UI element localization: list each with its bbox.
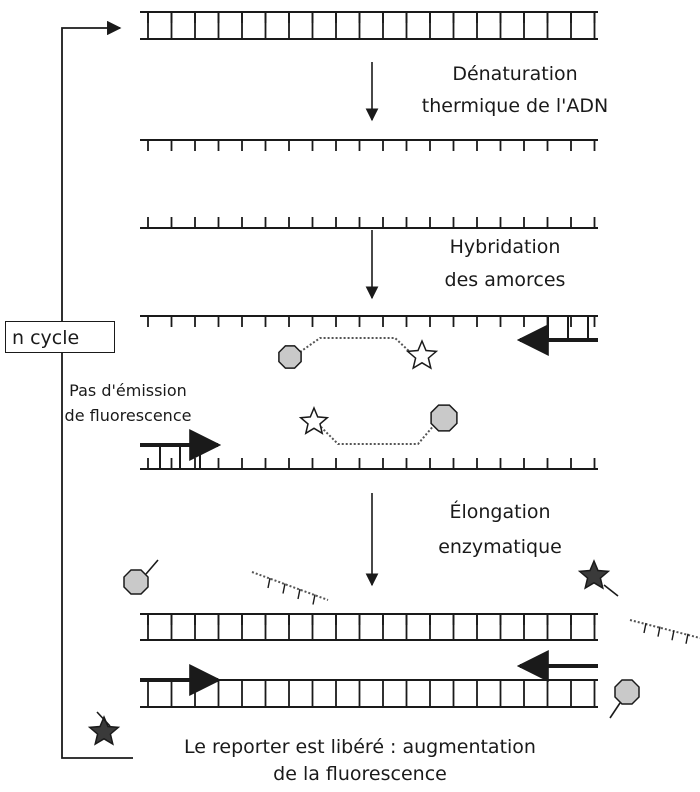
reporter-star-icon <box>577 559 611 590</box>
hybridation-label-2: des amorces <box>444 269 566 291</box>
reporter-star-icon <box>298 406 330 435</box>
fragment-tick <box>685 633 689 644</box>
quencher-icon <box>278 345 302 369</box>
reporter-stem <box>96 711 111 727</box>
released-probe-fragment <box>251 571 329 601</box>
no-emission-label-1: Pas d'émission <box>69 381 187 400</box>
result-label-1: Le reporter est libéré : augmentation <box>184 736 536 758</box>
reporter-star-icon <box>87 715 121 746</box>
probe-oligo-2 <box>317 423 436 445</box>
denaturation-label-1: Dénaturation <box>452 63 578 85</box>
fragment-tick <box>657 626 661 637</box>
denaturation-label-2: thermique de l'ADN <box>421 95 609 117</box>
fragment-tick <box>643 622 647 634</box>
quencher-stem <box>145 559 159 575</box>
primers <box>140 316 598 696</box>
no-emission-label-2: de fluorescence <box>64 406 192 425</box>
released-probe-fragment <box>629 619 700 639</box>
reporter-star-icon <box>405 339 439 370</box>
result-label-2: de la fluorescence <box>273 763 447 785</box>
fragment-tick <box>671 630 675 641</box>
hybridation-label-1: Hybridation <box>449 236 561 258</box>
elongation-label-2: enzymatique <box>438 536 562 558</box>
quencher-stem <box>609 702 621 719</box>
probe-oligo-1 <box>299 337 411 353</box>
dna-strands <box>140 11 598 708</box>
cycle-loop-arrow <box>61 20 133 759</box>
fragment-tick <box>282 583 286 594</box>
fragment-tick <box>267 577 271 589</box>
dna-base-ticks <box>147 12 596 707</box>
quencher-icon <box>614 679 640 705</box>
quencher-icon <box>123 569 149 595</box>
fragment-tick <box>312 594 316 605</box>
elongation-label-1: Élongation <box>449 501 551 523</box>
quencher-icon <box>430 404 458 432</box>
fragment-tick <box>297 588 301 600</box>
reporter-stem <box>603 584 619 597</box>
cycle-label: n cycle <box>5 321 115 353</box>
probes <box>87 337 700 746</box>
